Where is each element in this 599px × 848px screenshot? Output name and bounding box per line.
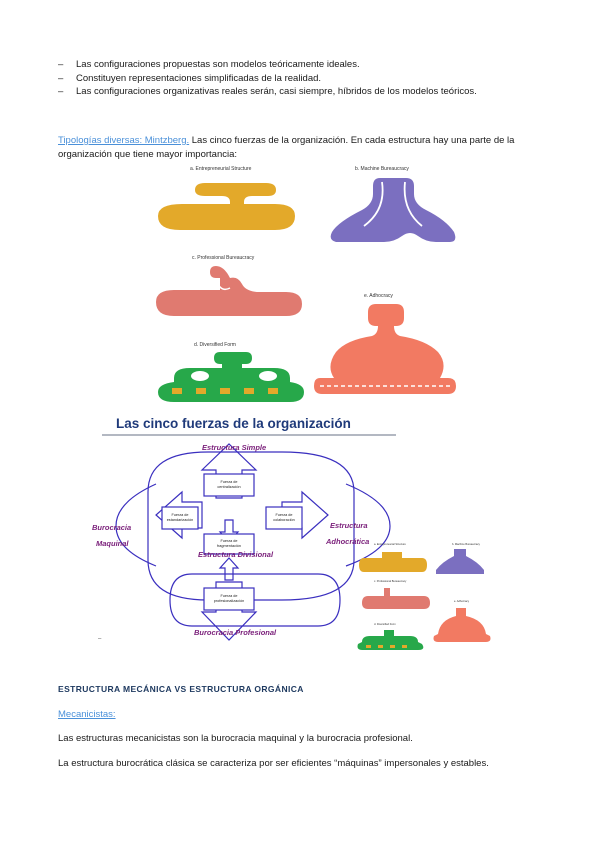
label-estructura-adhocratica-1: Estructura — [330, 521, 368, 530]
intro-paragraph: Tipologías diversas: Mintzberg. Las cinc… — [58, 134, 548, 161]
stray-mark: – — [98, 636, 102, 642]
machine-bureaucracy-lines — [363, 181, 423, 227]
force-centralizacion-line1: Fuerza de — [220, 480, 237, 484]
central-loop — [147, 451, 355, 601]
arrow-center-up — [218, 557, 240, 581]
bullet-item: –Las configuraciones propuestas son mode… — [58, 59, 360, 70]
diversified-form-holes — [191, 371, 277, 381]
force-estandarizacion-line2: estandarización — [167, 518, 194, 522]
label-estructura-adhocratica-2: Adhocrática — [325, 537, 369, 546]
label-burocracia-maquinal-1: Burocracia — [92, 523, 131, 532]
section-heading: ESTRUCTURA MECÁNICA VS ESTRUCTURA ORGÁNI… — [58, 684, 304, 694]
label-burocracia-profesional: Burocracia Profesional — [194, 628, 277, 637]
label-adhocracy: e. Adhocracy — [364, 293, 393, 299]
mini-professional — [362, 588, 430, 609]
mini-label-a: a. Entrepreneurial Structure — [374, 542, 406, 546]
mini-entrepreneurial — [359, 552, 427, 572]
bullet-item: –Constituyen representaciones simplifica… — [58, 72, 322, 84]
force-profesionalizacion-line1: Fuerza de — [220, 594, 237, 598]
paragraph-1: Las estructuras mecanicistas son la buro… — [58, 733, 413, 744]
five-forces-title: Las cinco fuerzas de la organización — [116, 416, 351, 431]
bottom-loop — [169, 573, 341, 627]
force-fragmentacion-line2: fragmentación — [217, 544, 241, 548]
mecanicistas-link[interactable]: Mecanicistas: — [58, 709, 116, 720]
label-diversified-form: d. Diversified Form — [194, 342, 236, 348]
box-estandarizacion — [161, 506, 199, 530]
professional-bureaucracy-line — [217, 283, 231, 291]
label-estructura-simple: Estructura Simple — [202, 443, 266, 452]
mini-configurations-inset: a. Entrepreneurial Structure b. Machine … — [357, 542, 491, 650]
shape-machine-bureaucracy — [330, 178, 456, 242]
diversified-form-units — [172, 388, 278, 394]
arrow-down — [200, 581, 258, 641]
mini-adhocracy — [433, 608, 491, 642]
shape-entrepreneurial — [158, 183, 295, 230]
box-profesionalizacion — [203, 587, 255, 611]
label-burocracia-maquinal-2: Maquinal — [96, 539, 129, 548]
shape-diversified-form — [158, 352, 304, 402]
mintzberg-link[interactable]: Tipologías diversas: Mintzberg. — [58, 135, 190, 146]
force-estandarizacion-line1: Fuerza de — [171, 513, 188, 517]
force-profesionalizacion-line2: profesionalización — [214, 599, 244, 603]
force-fragmentacion-line1: Fuerza de — [220, 539, 237, 543]
bullet-item: –Las configuraciones organizativas reale… — [58, 86, 477, 97]
intro-text: Las cinco fuerzas de la organización. En… — [58, 135, 515, 160]
shape-professional-bureaucracy — [156, 266, 302, 316]
box-centralizacion — [203, 473, 255, 497]
force-labels: Fuerza de centralización Fuerza de estan… — [167, 480, 295, 603]
label-entrepreneurial: a. Entrepreneurial Structure — [190, 166, 252, 172]
shape-adhocracy — [314, 304, 456, 394]
label-professional-bureaucracy: c. Professional Bureaucracy — [192, 255, 255, 261]
five-forces-figure: Las cinco fuerzas de la organización Fue… — [92, 416, 491, 650]
force-centralizacion-line2: centralización — [217, 485, 240, 489]
force-colaboracion-line2: colaboración — [273, 518, 295, 522]
structure-labels: Estructura Simple Burocracia Maquinal Es… — [92, 443, 369, 637]
mecanicistas-subheading[interactable]: Mecanicistas: — [58, 709, 116, 720]
label-estructura-divisional: Estructura Divisional — [198, 550, 274, 559]
box-fragmentacion — [203, 533, 255, 555]
force-colaboracion-line1: Fuerza de — [275, 513, 292, 517]
mintzberg-configurations-figure: a. Entrepreneurial Structure b. Machine … — [156, 166, 456, 402]
mini-label-c: c. Professional Bureaucracy — [374, 579, 407, 583]
left-loop — [115, 483, 157, 567]
paragraph-2: La estructura burocrática clásica se car… — [58, 758, 489, 769]
mini-label-d: d. Diversified Form — [374, 622, 396, 626]
mini-diversified-units — [366, 645, 407, 648]
mini-machine — [436, 549, 484, 574]
right-loop — [345, 483, 391, 567]
mini-label-e: e. Adhocracy — [454, 599, 470, 603]
mini-label-b: b. Machine Bureaucracy — [452, 542, 481, 546]
force-diagram — [115, 443, 391, 641]
box-colaboracion — [265, 506, 303, 530]
bullet-list: –Las configuraciones propuestas son mode… — [58, 58, 477, 99]
label-machine-bureaucracy: b. Machine Bureaucracy — [355, 166, 409, 172]
